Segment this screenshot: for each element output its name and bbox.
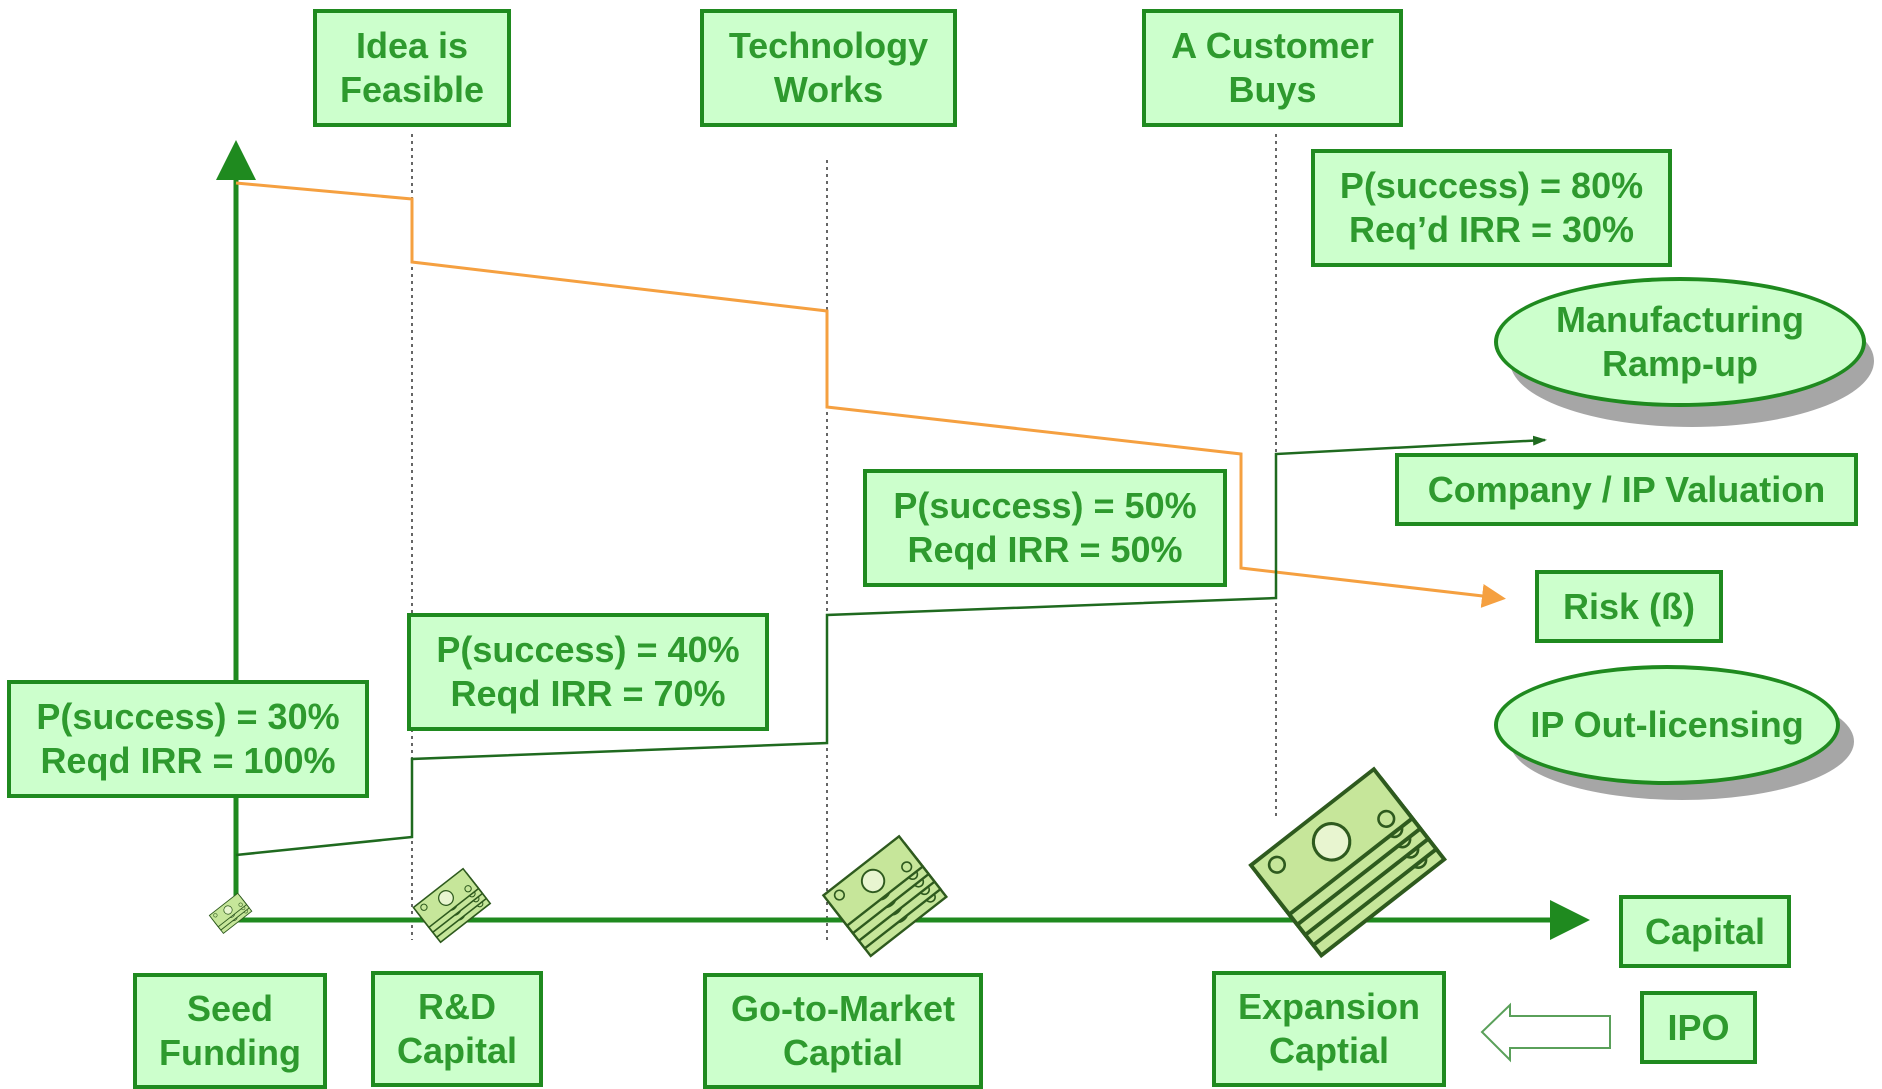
funding-expansion-line1: Expansion: [1237, 986, 1421, 1027]
ip-outlicensing-oval-body: IP Out-licensing: [1494, 665, 1840, 785]
funding-rnd-line2: Capital: [396, 1030, 518, 1071]
stage-seed-psuccess: P(success) = 30%: [36, 696, 340, 737]
ip-outlicensing-label: IP Out-licensing: [1530, 704, 1804, 745]
manufacturing-oval-body: Manufacturing Ramp-up: [1494, 277, 1866, 407]
funding-gtm-line1: Go-to-Market: [731, 988, 955, 1029]
stage-gtm-box: P(success) = 50% Reqd IRR = 50%: [863, 469, 1227, 587]
valuation-line: [235, 435, 1547, 857]
capital-label: Capital: [1619, 895, 1791, 968]
ip-outlicensing-oval: IP Out-licensing: [1494, 665, 1854, 800]
money-stack-icon: [1248, 767, 1447, 958]
risk-label: Risk (ß): [1535, 570, 1723, 643]
manufacturing-line1: Manufacturing: [1556, 299, 1804, 340]
manufacturing-oval: Manufacturing Ramp-up: [1494, 277, 1874, 427]
stage-rnd-psuccess: P(success) = 40%: [436, 629, 740, 670]
funding-gtm-line2: Captial: [782, 1032, 904, 1073]
stage-rnd-box: P(success) = 40% Reqd IRR = 70%: [407, 613, 769, 731]
milestone-idea-feasible: Idea is Feasible: [313, 9, 511, 127]
milestone-tech-line1: Technology: [728, 25, 929, 66]
funding-seed-line2: Funding: [159, 1032, 301, 1073]
milestone-idea-line1: Idea is: [355, 25, 469, 66]
funding-expansion-line2: Captial: [1268, 1030, 1390, 1071]
stage-gtm-psuccess: P(success) = 50%: [893, 485, 1197, 526]
funding-rnd-line1: R&D: [418, 986, 496, 1027]
milestone-technology-works: Technology Works: [700, 9, 957, 127]
funding-gtm: Go-to-Market Captial: [703, 973, 983, 1089]
stage-seed-irr: Reqd IRR = 100%: [40, 740, 336, 781]
milestone-customer-line1: A Customer: [1171, 25, 1374, 66]
funding-rnd: R&D Capital: [371, 971, 543, 1087]
manufacturing-line2: Ramp-up: [1602, 343, 1758, 384]
funding-seed: Seed Funding: [133, 973, 327, 1089]
ipo-text: IPO: [1667, 1006, 1730, 1048]
stage-expansion-box: P(success) = 80% Req’d IRR = 30%: [1311, 149, 1672, 267]
milestone-customer-buys: A Customer Buys: [1142, 9, 1403, 127]
milestone-customer-line2: Buys: [1228, 69, 1317, 110]
money-stack-icon: [412, 867, 492, 944]
left-arrow-icon: [1480, 1002, 1611, 1063]
funding-expansion: Expansion Captial: [1212, 971, 1446, 1087]
money-stack-icon: [208, 892, 253, 934]
stage-rnd-irr: Reqd IRR = 70%: [450, 673, 726, 714]
valuation-label: Company / IP Valuation: [1395, 453, 1858, 526]
milestone-tech-line2: Works: [773, 69, 884, 110]
money-stack-icon: [822, 835, 948, 958]
capital-text: Capital: [1644, 910, 1766, 952]
risk-text: Risk (ß): [1562, 585, 1695, 627]
funding-seed-line1: Seed: [186, 988, 274, 1029]
valuation-text: Company / IP Valuation: [1427, 468, 1826, 510]
ipo-label: IPO: [1640, 991, 1757, 1064]
stage-gtm-irr: Reqd IRR = 50%: [907, 529, 1183, 570]
stage-expansion-irr: Req’d IRR = 30%: [1348, 209, 1635, 250]
milestone-idea-line2: Feasible: [339, 69, 485, 110]
stage-expansion-psuccess: P(success) = 80%: [1339, 165, 1644, 206]
risk-line: [235, 181, 1506, 608]
stage-seed-box: P(success) = 30% Reqd IRR = 100%: [7, 680, 369, 798]
